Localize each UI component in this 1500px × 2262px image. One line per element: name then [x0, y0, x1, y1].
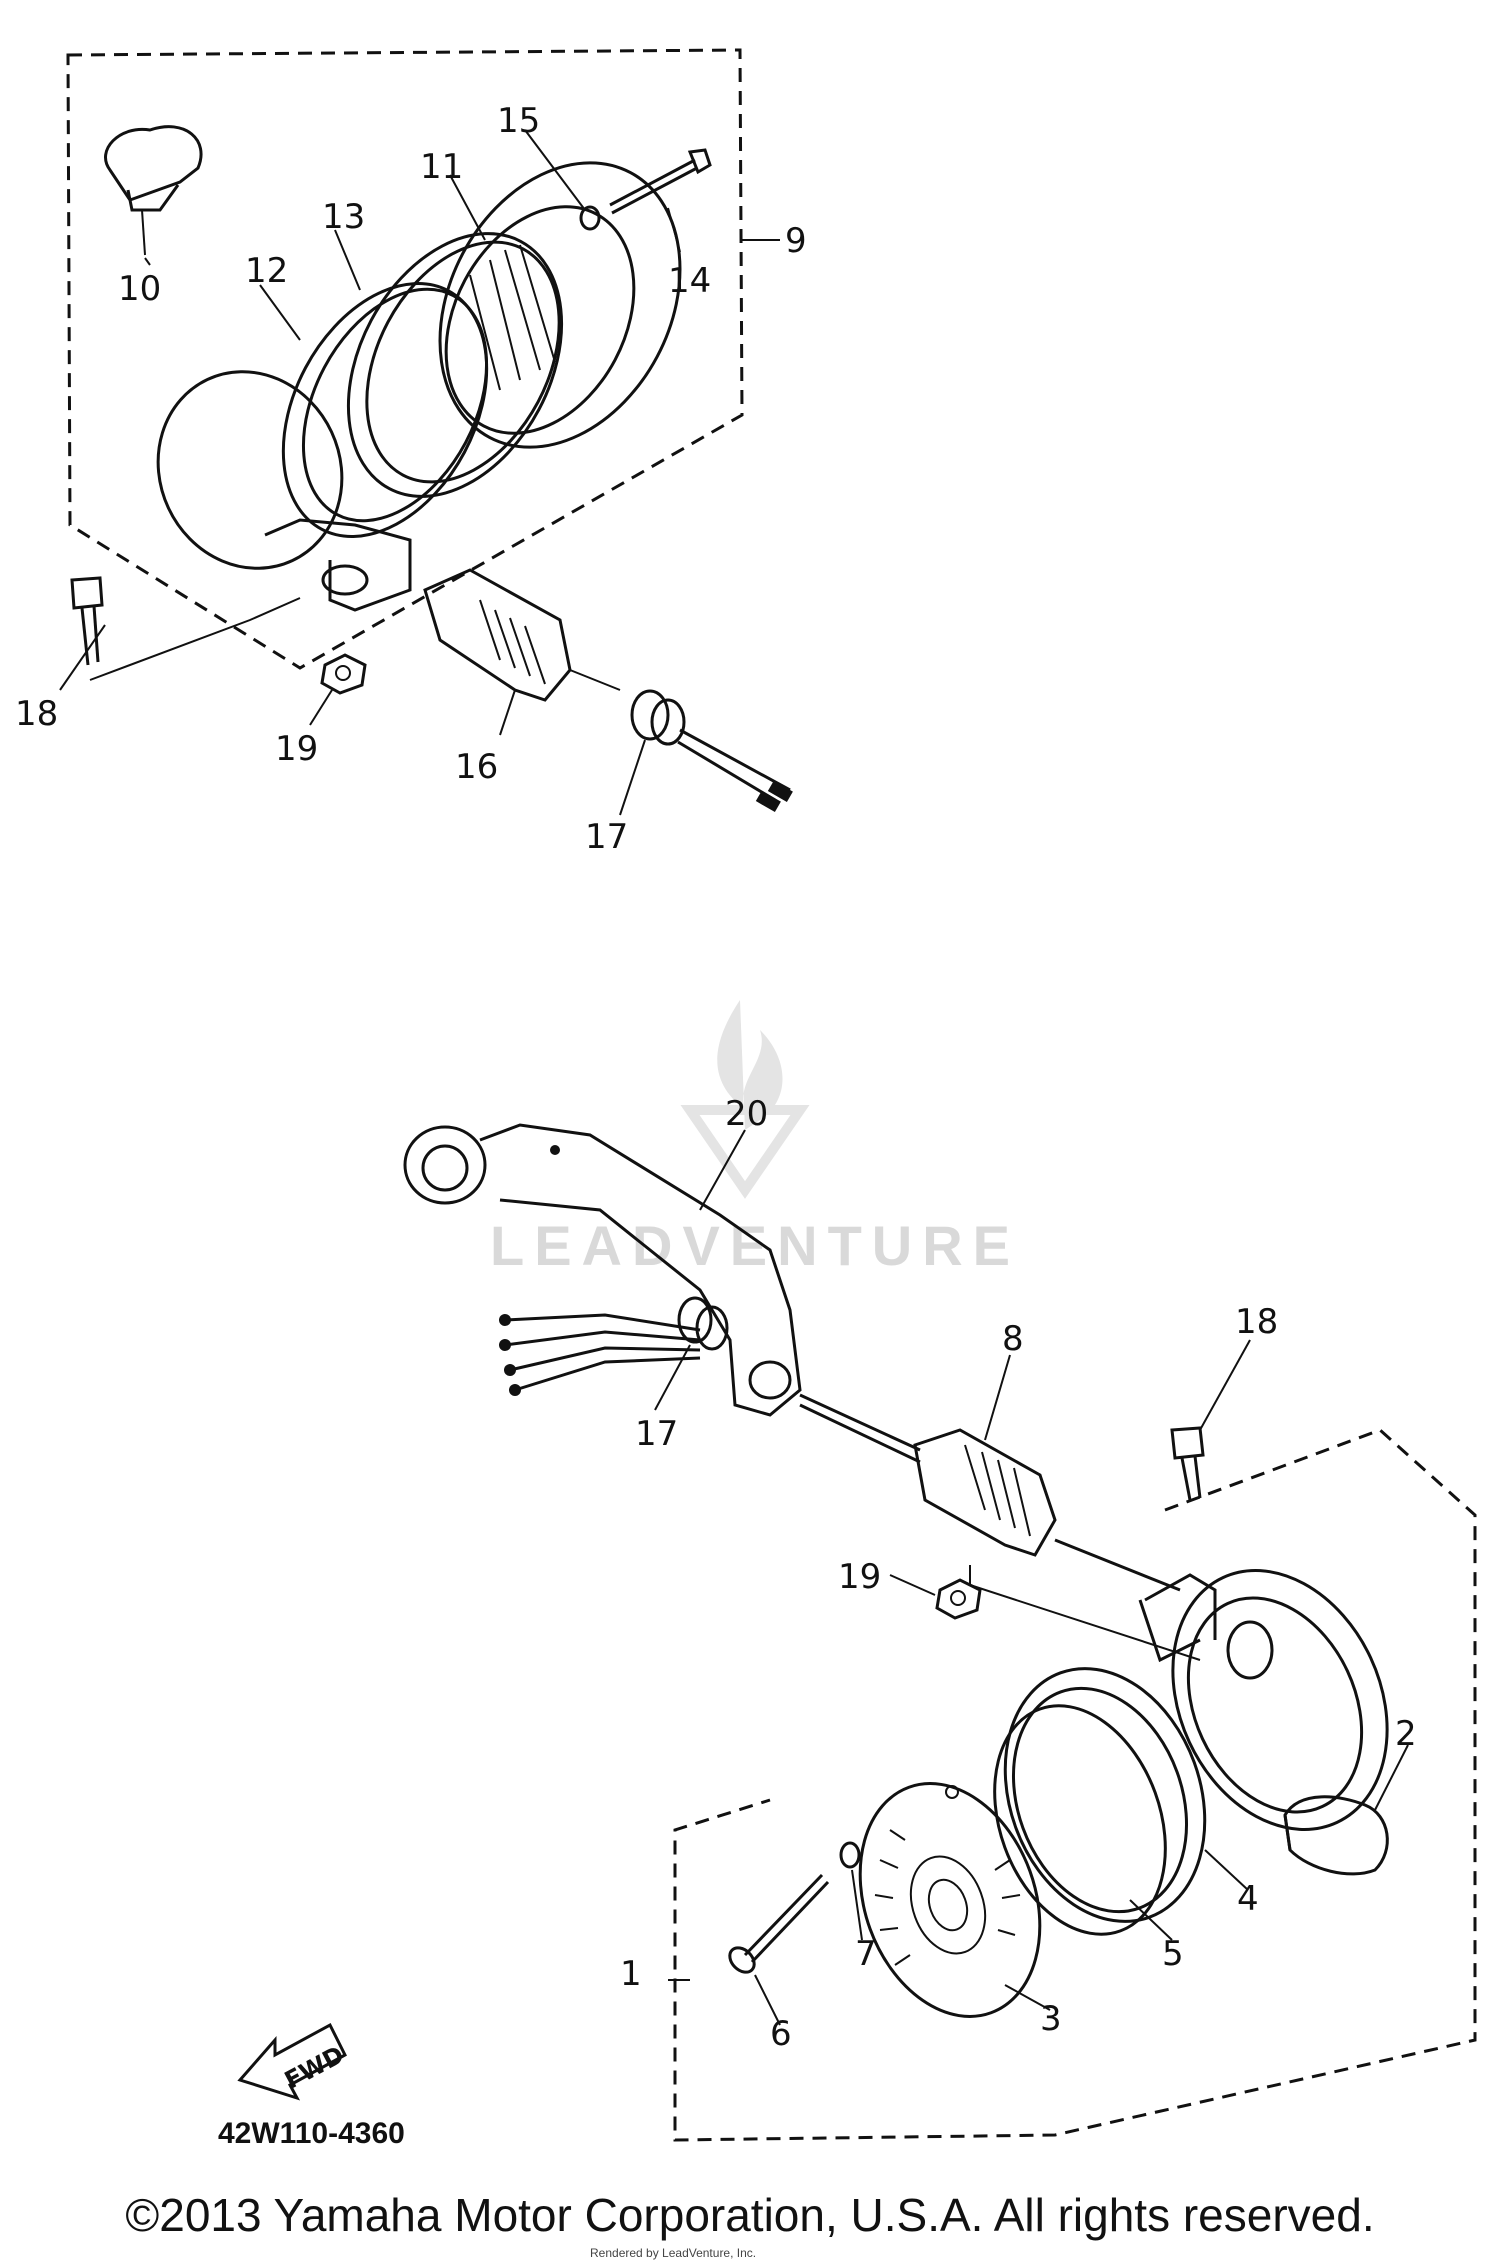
part-label-20: 20	[725, 1094, 768, 1134]
v-logo-icon	[680, 1105, 810, 1199]
part-label-1: 1	[620, 1954, 642, 1994]
cable-bottom	[799, 1393, 921, 1452]
grommet-17-bottom	[677, 1296, 729, 1351]
alignment-line-top	[89, 597, 301, 681]
housing-11	[438, 161, 682, 449]
bracket-20	[403, 1123, 802, 1417]
rear-housing	[1138, 1569, 1389, 1831]
nut-19-bottom	[935, 1578, 982, 1620]
fwd-arrow-icon: FWD	[237, 2022, 349, 2101]
part-label-12: 12	[245, 251, 288, 291]
part-label-19-bottom: 19	[838, 1557, 881, 1597]
part-labels: 1 2 3 4 5 6 7 8 9 10 11 12 13 14 15 16 1…	[15, 101, 1417, 2054]
bolt-18-top	[70, 576, 104, 666]
bulb-2	[1283, 1795, 1389, 1876]
bolt-18-bottom	[1170, 1426, 1205, 1501]
part-label-6: 6	[770, 2014, 792, 2054]
part-label-10: 10	[118, 269, 161, 309]
part-label-4: 4	[1237, 1879, 1259, 1919]
copyright-notice: ©2013 Yamaha Motor Corporation, U.S.A. A…	[125, 2189, 1375, 2241]
gasket-5	[993, 1704, 1167, 1936]
gasket-4	[1003, 1667, 1207, 1923]
lens-12	[156, 370, 344, 570]
part-label-5: 5	[1162, 1934, 1184, 1974]
watermark: LEADVENTURE	[490, 1000, 1020, 1277]
part-label-9: 9	[785, 221, 807, 261]
part-label-18-top: 18	[15, 694, 58, 734]
part-label-19-top: 19	[275, 729, 318, 769]
watermark-text: LEADVENTURE	[490, 1214, 1020, 1277]
leaders-bottom	[654, 1129, 1409, 2026]
ring-13-inner	[365, 240, 561, 484]
fwd-label: FWD	[280, 2040, 349, 2094]
bottom-assembly: FWD 42W110-4360	[218, 1123, 1477, 2150]
part-label-13: 13	[322, 197, 365, 237]
rendered-by-note: Rendered by LeadVenture, Inc.	[590, 2246, 757, 2260]
part-label-11: 11	[420, 147, 463, 187]
rubber-boot-16	[423, 568, 621, 702]
part-label-17-top: 17	[585, 817, 628, 857]
cable-bottom-3	[1054, 1538, 1181, 1592]
leaders-top	[59, 129, 681, 816]
bulb-10	[104, 125, 203, 256]
part-label-18-bottom: 18	[1235, 1302, 1278, 1342]
ring-13	[346, 232, 564, 498]
wire-lead-top	[677, 728, 793, 813]
nut-19-top	[320, 653, 367, 695]
alignment-line-bottom	[969, 1565, 1201, 1661]
part-label-15: 15	[497, 101, 540, 141]
part-label-17-bottom: 17	[635, 1414, 678, 1454]
wire-lead-bottom	[499, 1313, 701, 1396]
washer-15	[579, 205, 601, 231]
part-label-14: 14	[668, 261, 711, 301]
part-label-2: 2	[1395, 1714, 1417, 1754]
stem-bracket	[264, 518, 412, 612]
top-assembly-boundary	[66, 48, 744, 670]
cable-bottom-2	[799, 1403, 921, 1464]
drawing-code: 42W110-4360	[218, 2117, 405, 2150]
bottom-assembly-boundary	[673, 1428, 1477, 2142]
grommet-17	[630, 689, 686, 746]
screw-6	[728, 1873, 830, 1974]
ring-12-inner	[301, 287, 489, 523]
top-assembly	[59, 48, 793, 816]
washer-7	[839, 1841, 861, 1869]
rubber-boot-8	[913, 1428, 1057, 1557]
part-label-7: 7	[855, 1934, 877, 1974]
part-label-16: 16	[455, 747, 498, 787]
part-label-8: 8	[1002, 1319, 1024, 1359]
part-label-3: 3	[1040, 1999, 1062, 2039]
screw-14	[609, 148, 712, 215]
flame-logo-icon	[717, 1000, 783, 1130]
lens-3	[858, 1782, 1042, 2018]
